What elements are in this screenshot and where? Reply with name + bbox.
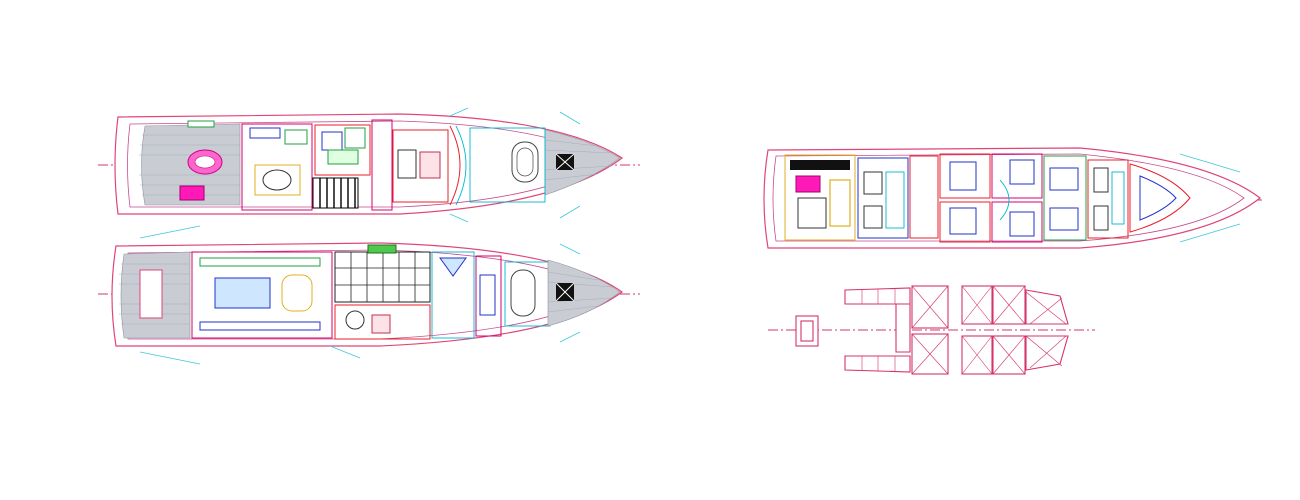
tank-plan [768, 285, 1095, 375]
upper-deck-bow-teak [544, 129, 621, 196]
tank-row-starboard [844, 333, 1069, 375]
upper-deck-tender-bay [469, 127, 546, 203]
main-deck-plan [98, 225, 640, 365]
main-deck-salon-sofa [214, 277, 271, 309]
main-deck-bow-teak [547, 259, 621, 327]
tank-row-port [844, 285, 1069, 353]
lower-deck-engine-room [784, 154, 856, 241]
main-deck-galley-grid [334, 244, 431, 303]
upper-deck-magenta-sofa [179, 185, 205, 201]
upper-deck-jacuzzi [511, 141, 539, 183]
lower-deck-plan [763, 147, 1262, 249]
upper-deck-plan [98, 107, 640, 223]
lower-deck-forepeak [1129, 163, 1191, 233]
lower-deck-inner-hull [772, 153, 1245, 242]
lower-deck-guest-cabins [939, 153, 1129, 243]
main-deck-aft-seating [139, 269, 163, 319]
main-deck-salon [191, 251, 333, 339]
main-deck-tender [510, 269, 536, 317]
